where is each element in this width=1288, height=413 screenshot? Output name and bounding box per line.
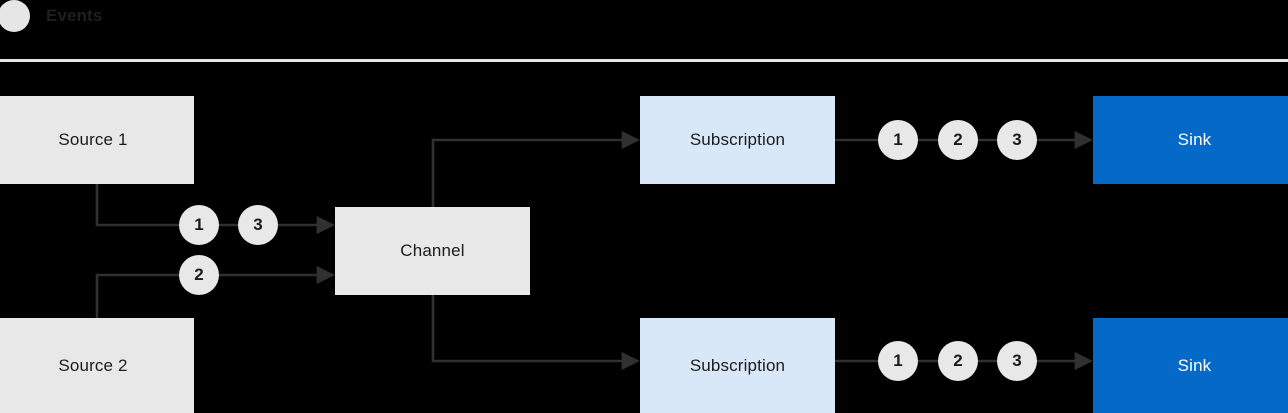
event-chip[interactable]: 1 [878, 341, 918, 381]
event-chip[interactable]: 1 [878, 120, 918, 160]
header-divider [0, 59, 1288, 62]
circle-icon [0, 0, 30, 32]
node-subscription-top[interactable]: Subscription [640, 96, 835, 184]
event-chip[interactable]: 1 [179, 205, 219, 245]
event-chip[interactable]: 3 [997, 120, 1037, 160]
legend-label: Events [46, 6, 103, 25]
node-source-1[interactable]: Source 1 [0, 96, 194, 184]
wire-channel-to-subscription-bottom [431, 295, 640, 371]
node-channel[interactable]: Channel [335, 207, 530, 295]
event-chip[interactable]: 3 [997, 341, 1037, 381]
legend: Events [0, 0, 200, 34]
wire-channel-to-subscription-top [431, 130, 640, 207]
node-subscription-bottom[interactable]: Subscription [640, 318, 835, 413]
event-chip[interactable]: 3 [238, 205, 278, 245]
event-chip[interactable]: 2 [938, 341, 978, 381]
node-sink-top[interactable]: Sink [1093, 96, 1288, 184]
event-chip[interactable]: 2 [179, 255, 219, 295]
event-chip[interactable]: 2 [938, 120, 978, 160]
node-source-2[interactable]: Source 2 [0, 318, 194, 413]
node-sink-bottom[interactable]: Sink [1093, 318, 1288, 413]
